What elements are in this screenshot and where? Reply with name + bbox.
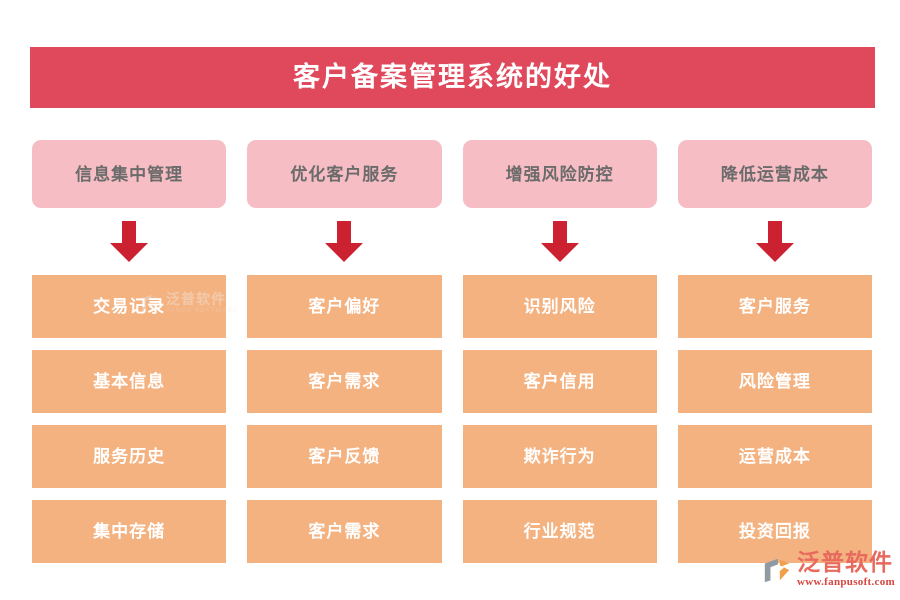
cell-label: 交易记录 (93, 297, 166, 316)
column-grid: 信息集中管理 交易记录 泛普软件 (32, 140, 872, 563)
cell-list-2: 客户偏好 客户需求 客户反馈 客户需求 (247, 275, 442, 563)
cell-item[interactable]: 行业规范 (462, 500, 657, 563)
column-header-2[interactable]: 优化客户服务 (247, 140, 442, 208)
column-header-label: 降低运营成本 (720, 164, 829, 184)
cell-item[interactable]: 运营成本 (677, 425, 872, 488)
column-header-3[interactable]: 增强风险防控 (462, 140, 657, 208)
cell-item[interactable]: 投资回报 (677, 500, 872, 563)
cell-list-1: 交易记录 泛普软件 FANPU SOFTWARE 基本信息 (32, 275, 237, 563)
column-2: 优化客户服务 客户偏好 客户需求 客户反馈 客户需求 (247, 140, 442, 563)
cell-label: 客户服务 (738, 297, 811, 316)
column-header-4[interactable]: 降低运营成本 (677, 140, 872, 208)
column-3: 增强风险防控 识别风险 客户信用 欺诈行为 行业规范 (462, 140, 657, 563)
column-1: 信息集中管理 交易记录 泛普软件 (32, 140, 237, 563)
cell-item[interactable]: 客户需求 (247, 350, 442, 413)
arrow-down-icon (755, 221, 794, 262)
arrow-slot-3 (463, 208, 657, 275)
cell-label: 服务历史 (93, 447, 166, 466)
cell-item[interactable]: 交易记录 泛普软件 FANPU SOFTWARE (32, 275, 237, 338)
cell-label: 客户反馈 (308, 447, 381, 466)
cell-item[interactable]: 客户偏好 (247, 275, 442, 338)
title-banner: 客户备案管理系统的好处 (30, 47, 875, 108)
arrow-down-icon (540, 221, 579, 262)
column-header-label: 优化客户服务 (290, 164, 399, 184)
arrow-down-icon (110, 221, 149, 262)
cell-item[interactable]: 风险管理 (677, 350, 872, 413)
column-header-label: 增强风险防控 (505, 164, 614, 184)
cell-label: 风险管理 (738, 372, 811, 391)
cell-label: 行业规范 (523, 522, 596, 541)
cell-label: 客户信用 (523, 372, 596, 391)
column-header-1[interactable]: 信息集中管理 (32, 140, 227, 208)
cell-item[interactable]: 识别风险 (462, 275, 657, 338)
cell-label: 投资回报 (738, 522, 811, 541)
cell-item[interactable]: 欺诈行为 (462, 425, 657, 488)
arrow-slot-4 (678, 208, 872, 275)
inline-watermark-cn: 泛普软件 (166, 291, 226, 307)
cell-label: 欺诈行为 (523, 447, 596, 466)
arrow-slot-1 (32, 208, 226, 275)
cell-item[interactable]: 客户反馈 (247, 425, 442, 488)
cell-label: 基本信息 (93, 372, 166, 391)
cell-item[interactable]: 客户服务 (677, 275, 872, 338)
column-4: 降低运营成本 客户服务 风险管理 运营成本 投资回报 (677, 140, 872, 563)
cell-list-4: 客户服务 风险管理 运营成本 投资回报 (677, 275, 872, 563)
corner-watermark-url: www.fanpusoft.com (797, 576, 895, 588)
cell-item[interactable]: 客户需求 (247, 500, 442, 563)
cell-item[interactable]: 客户信用 (462, 350, 657, 413)
cell-label: 运营成本 (738, 447, 811, 466)
cell-label: 识别风险 (523, 297, 596, 316)
column-header-label: 信息集中管理 (75, 164, 184, 184)
cell-item[interactable]: 集中存储 (32, 500, 227, 563)
page-title: 客户备案管理系统的好处 (293, 62, 612, 92)
cell-label: 集中存储 (93, 522, 166, 541)
cell-label: 客户需求 (308, 372, 381, 391)
cell-item[interactable]: 服务历史 (32, 425, 227, 488)
cell-label: 客户偏好 (308, 297, 381, 316)
cell-label: 客户需求 (308, 522, 381, 541)
inline-watermark-en: FANPU SOFTWARE (166, 308, 239, 314)
arrow-slot-2 (247, 208, 441, 275)
cell-item[interactable]: 基本信息 (32, 350, 227, 413)
cell-list-3: 识别风险 客户信用 欺诈行为 行业规范 (462, 275, 657, 563)
arrow-down-icon (325, 221, 364, 262)
